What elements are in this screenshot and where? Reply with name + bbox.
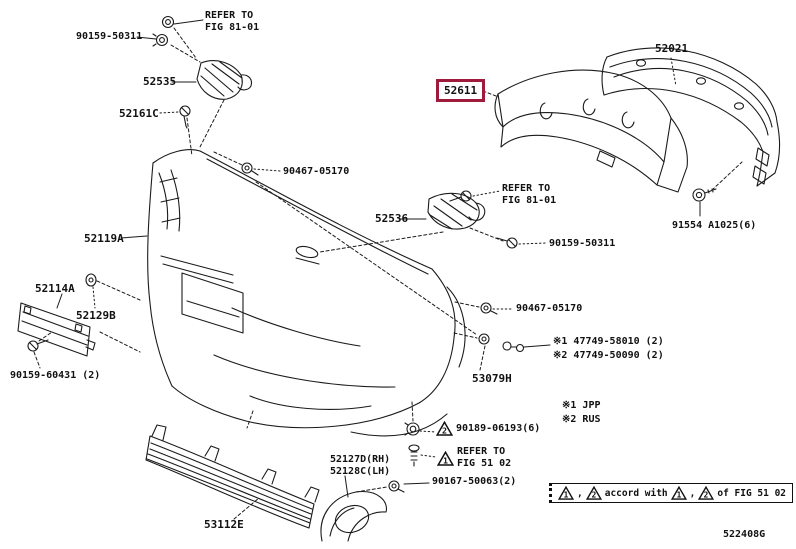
screw-icon [449, 190, 472, 202]
ref-line: REFER TO [457, 446, 506, 457]
fastener-icons [27, 15, 717, 493]
warning-triangle-2-icon: 2 [436, 421, 453, 436]
part-label-90189-row: 2 90189-06193(6) [436, 421, 540, 436]
bumper-cover-drawing [147, 149, 466, 437]
ref-line: REFER TO [502, 183, 551, 194]
ref-note-fig-51-02-row: 1 REFER TO FIG 51 02 [437, 446, 511, 470]
part-label-53112e: 53112E [204, 518, 244, 531]
part-label-47749-58010: ※1 47749-58010 (2) [553, 336, 664, 347]
legend-text-of-fig: of FIG 51 02 [717, 487, 787, 499]
part-label-90167-50063: 90167-50063(2) [432, 476, 517, 487]
retainer-chain-icon [502, 341, 525, 353]
svg-text:1: 1 [443, 455, 448, 465]
license-bracket-drawing [17, 302, 96, 357]
clip-icon [480, 302, 498, 315]
part-label-90189: 90189-06193(6) [456, 423, 541, 434]
reinforcement-bar-drawing [601, 47, 780, 187]
screw-icon [496, 237, 518, 249]
clip-icon [85, 273, 97, 287]
svg-text:1: 1 [676, 491, 681, 500]
part-label-90467-05170-right: 90467-05170 [516, 303, 583, 314]
warning-triangle-2-icon: 2 [698, 486, 715, 500]
part-label-52119a: 52119A [84, 232, 124, 245]
part-label-52128c: 52128C(LH) [330, 466, 391, 477]
part-label-52161c: 52161C [119, 107, 159, 120]
legend-separator: , [577, 487, 583, 499]
clip-icon [152, 33, 169, 47]
part-label-47749-50090: ※2 47749-50090 (2) [553, 350, 664, 361]
warning-triangle-1-icon: 1 [670, 486, 687, 500]
part-label-52535: 52535 [143, 75, 177, 88]
part-label-91554: 91554 A1025(6) [672, 220, 757, 231]
ref-line: FIG 81-01 [205, 22, 260, 33]
legend-box: 1 , 2 accord with 1 , 2 of FIG 51 02 [549, 483, 794, 503]
part-label-52536: 52536 [375, 212, 409, 225]
lower-grille-drawing [145, 424, 320, 529]
grommet-icon [404, 422, 420, 436]
ref-note-fig-81-01-mid: REFER TO FIG 81-01 [502, 183, 556, 207]
svg-text:2: 2 [704, 491, 709, 500]
highlighted-part-callout-52611[interactable]: 52611 [436, 79, 486, 102]
screw-icon [179, 105, 191, 129]
footnote-jpp: ※1 JPP [562, 400, 601, 411]
part-label-90159-50311-mid: 90159-50311 [549, 238, 616, 249]
clip-icon [478, 333, 490, 345]
legend-text-accord: accord with [604, 487, 668, 499]
screw-icon [27, 339, 49, 352]
legend-separator: , [689, 487, 696, 499]
part-label-90467-05170-left: 90467-05170 [283, 166, 350, 177]
warning-triangle-2-icon: 2 [585, 486, 602, 500]
clip-icon [241, 162, 259, 176]
clip-icon [388, 480, 405, 493]
part-label-90159-60431: 90159-60431 (2) [10, 370, 101, 381]
ref-note-fig-81-01-top: REFER TO FIG 81-01 [205, 10, 259, 34]
svg-text:2: 2 [442, 426, 447, 436]
footnote-rus: ※2 RUS [562, 414, 601, 425]
bracket-52536-drawing [427, 192, 486, 230]
energy-absorber-drawing [494, 69, 688, 193]
leader-lines [33, 19, 743, 520]
ref-note-fig-51-02: REFER TO FIG 51 02 [457, 446, 511, 470]
svg-text:1: 1 [564, 491, 569, 500]
part-label-53079h: 53079H [472, 372, 512, 385]
part-label-52127d-52128c: 52127D(RH) 52128C(LH) [330, 454, 390, 478]
ref-line: FIG 81-01 [502, 195, 557, 206]
part-label-90159-50311-top: 90159-50311 [76, 31, 143, 42]
bracket-52535-drawing [196, 60, 253, 100]
warning-triangle-1-icon: 1 [558, 486, 574, 500]
bolt-icon [692, 188, 717, 202]
svg-text:2: 2 [591, 491, 596, 500]
page-code: 522408G [723, 529, 766, 540]
nut-icon [161, 15, 175, 29]
part-label-52021: 52021 [655, 42, 689, 55]
ref-line: FIG 51 02 [457, 458, 512, 469]
part-label-52127d: 52127D(RH) [330, 454, 391, 465]
part-label-52114a: 52114A [35, 282, 75, 295]
warning-triangle-1-icon: 1 [437, 450, 454, 466]
fog-lamp-cover-drawing [320, 490, 387, 542]
screw-icon [408, 444, 420, 467]
part-label-52129b: 52129B [76, 309, 116, 322]
ref-line: REFER TO [205, 10, 254, 21]
